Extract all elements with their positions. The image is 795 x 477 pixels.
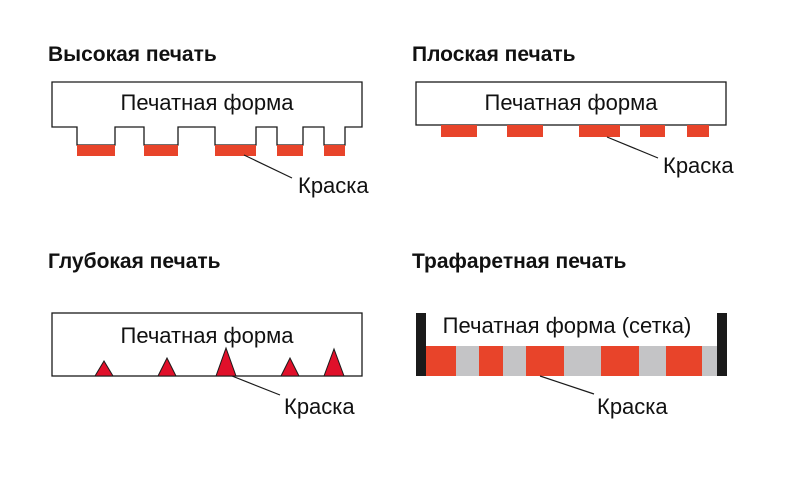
plate-label: Печатная форма [485,90,659,115]
ink-layer [77,145,345,156]
ink-label: Краска [663,153,734,178]
leader-line [606,136,659,159]
panel-gravure: Глубокая печать Печатная форма Краска [48,250,363,419]
frame-left [416,313,426,376]
ink-block [601,346,639,376]
panel-title: Трафаретная печать [412,250,627,273]
panel-title: Высокая печать [48,43,217,66]
printing-plate [51,312,363,377]
ink-block [77,145,115,156]
ink-block [479,346,503,376]
ink-block [666,346,702,376]
ink-layer [94,346,345,377]
ink-block [687,125,709,137]
plate-label: Печатная форма [121,90,295,115]
ink-block [640,125,665,137]
ink-layer [426,346,702,376]
ink-block [277,145,303,156]
ink-block [507,125,543,137]
ink-cell [94,360,114,377]
panel-letterpress: Высокая печать Печатная форма Краска [48,43,369,198]
ink-block [215,145,256,156]
ink-block [579,125,620,137]
panel-planographic: Плоская печать Печатная форма Краска [412,43,734,178]
ink-block [324,145,345,156]
ink-cell [280,356,300,377]
panel-title: Плоская печать [412,43,576,66]
frame-right [717,313,727,376]
ink-block [426,346,456,376]
ink-cell [215,346,237,377]
ink-label: Краска [298,173,369,198]
leader-line [243,154,293,179]
panel-screen: Трафаретная печать Печатная форма (сетка… [412,250,727,419]
ink-block [526,346,564,376]
ink-layer [441,125,709,137]
ink-block [144,145,178,156]
ink-cell [157,356,177,377]
plate-label: Печатная форма (сетка) [443,313,692,338]
ink-block [441,125,477,137]
ink-label: Краска [284,394,355,419]
ink-cell [323,347,345,377]
leader-line [231,375,281,396]
printing-plate [415,81,727,126]
leader-line [539,375,595,395]
panel-title: Глубокая печать [48,250,221,273]
ink-label: Краска [597,394,668,419]
plate-label: Печатная форма [121,323,295,348]
